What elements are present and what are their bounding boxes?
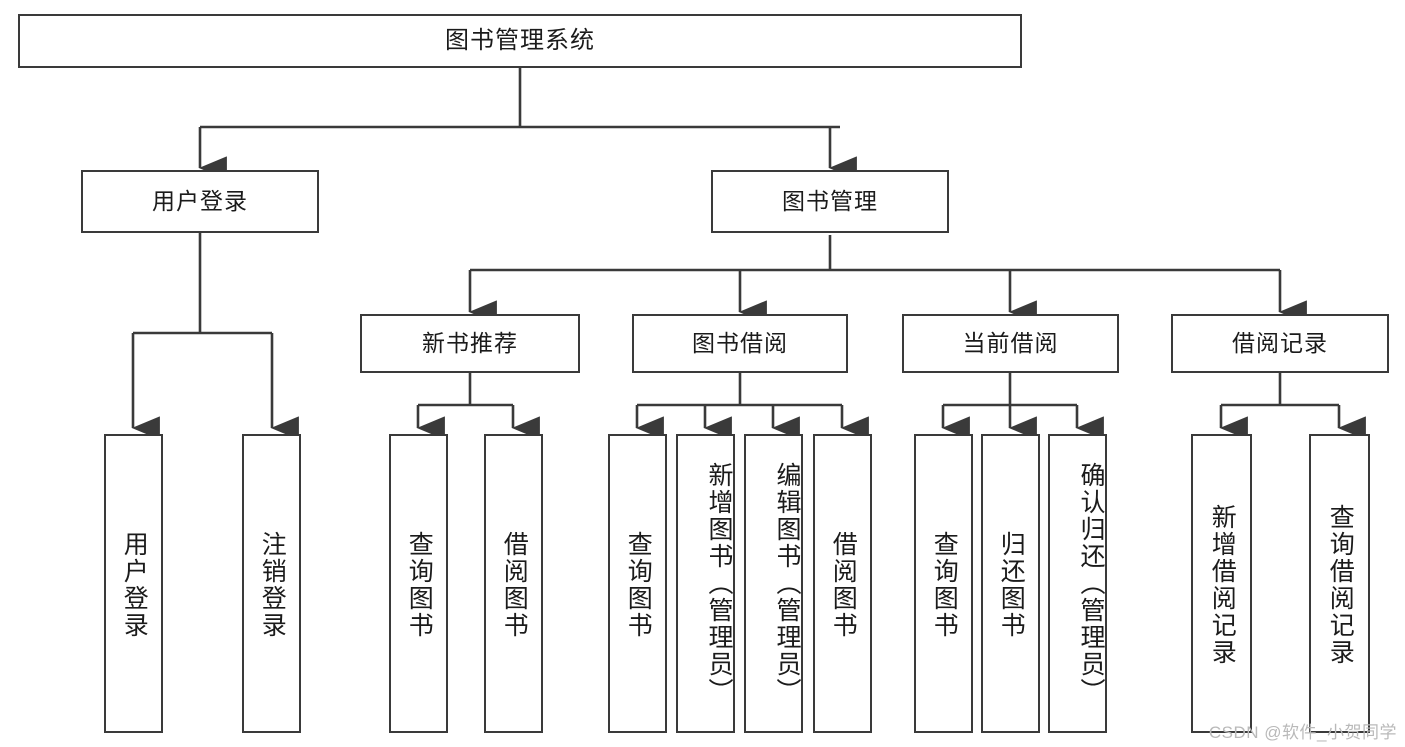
node-label: 编辑图书（管理员） <box>773 462 801 705</box>
node-label: 用户登录 <box>152 187 248 214</box>
leaf-user-logout[interactable]: 注销登录 <box>242 434 301 733</box>
node-label: 新增借阅记录 <box>1208 503 1237 666</box>
node-label: 查询图书 <box>624 530 653 639</box>
leaf-new-book-query[interactable]: 查询图书 <box>389 434 448 733</box>
leaf-record-query[interactable]: 查询借阅记录 <box>1309 434 1370 733</box>
leaf-current-return-book[interactable]: 归还图书 <box>981 434 1040 733</box>
node-label: 当前借阅 <box>962 329 1059 356</box>
leaf-current-confirm-return-admin[interactable]: 确认归还（管理员） <box>1048 434 1107 733</box>
node-label: 归还图书 <box>997 530 1026 639</box>
node-label: 图书管理 <box>782 187 878 214</box>
leaf-borrow-edit-book-admin[interactable]: 编辑图书（管理员） <box>744 434 803 733</box>
watermark-text: CSDN @软件_小贺同学 <box>1208 723 1397 742</box>
node-label: 借阅记录 <box>1232 329 1328 356</box>
node-label: 查询借阅记录 <box>1326 503 1355 666</box>
node-label: 图书管理系统 <box>445 26 595 54</box>
leaf-user-login[interactable]: 用户登录 <box>104 434 163 733</box>
node-label: 查询图书 <box>405 530 434 639</box>
leaf-borrow-borrow-book[interactable]: 借阅图书 <box>813 434 872 733</box>
node-borrow-record[interactable]: 借阅记录 <box>1171 314 1389 373</box>
node-label: 新增图书（管理员） <box>705 462 733 705</box>
node-new-book-recommend[interactable]: 新书推荐 <box>360 314 580 373</box>
node-label: 用户登录 <box>120 530 149 639</box>
leaf-record-add[interactable]: 新增借阅记录 <box>1191 434 1252 733</box>
node-label: 注销登录 <box>258 530 287 639</box>
node-root-library-system[interactable]: 图书管理系统 <box>18 14 1022 68</box>
node-book-borrow[interactable]: 图书借阅 <box>632 314 848 373</box>
leaf-borrow-query-book[interactable]: 查询图书 <box>608 434 667 733</box>
leaf-new-book-borrow[interactable]: 借阅图书 <box>484 434 543 733</box>
node-label: 查询图书 <box>930 530 959 639</box>
node-book-management[interactable]: 图书管理 <box>711 170 949 233</box>
node-label: 借阅图书 <box>829 530 858 639</box>
leaf-current-query-book[interactable]: 查询图书 <box>914 434 973 733</box>
node-label: 新书推荐 <box>422 329 518 356</box>
node-label: 确认归还（管理员） <box>1077 462 1105 705</box>
leaf-borrow-add-book-admin[interactable]: 新增图书（管理员） <box>676 434 735 733</box>
node-label: 借阅图书 <box>500 530 529 639</box>
node-current-borrow[interactable]: 当前借阅 <box>902 314 1119 373</box>
node-label: 图书借阅 <box>692 329 788 356</box>
node-user-login[interactable]: 用户登录 <box>81 170 319 233</box>
